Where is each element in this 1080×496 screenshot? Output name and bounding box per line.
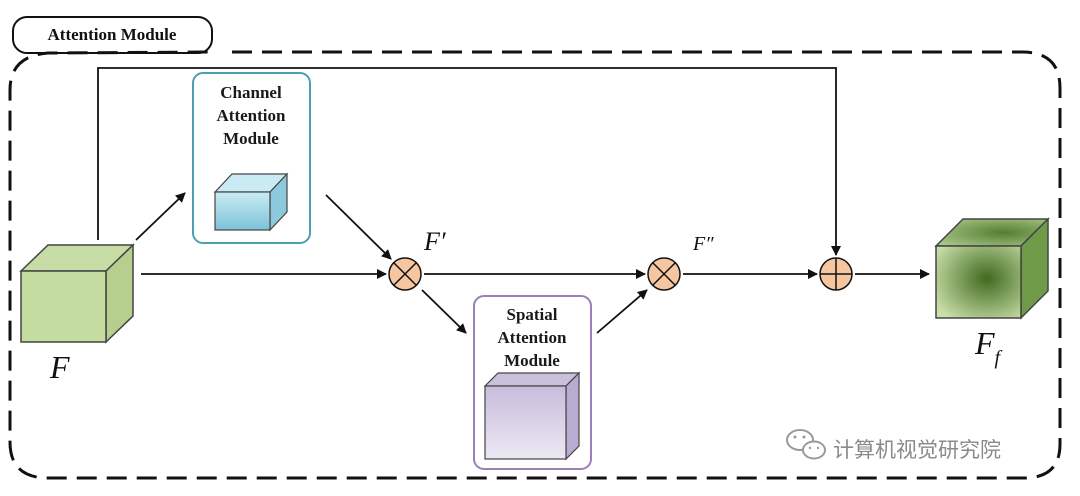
spatial-module-line1: Spatial xyxy=(506,305,557,324)
wechat-icon xyxy=(786,429,826,460)
output-label-base: F xyxy=(974,325,995,361)
spatial-module-line3: Module xyxy=(504,351,560,370)
input-label: F xyxy=(49,349,70,385)
watermark: 计算机视觉研究院 xyxy=(786,429,1001,462)
add-operator xyxy=(819,257,853,291)
channel-module-line1: Channel xyxy=(220,83,282,102)
multiply1-to-spatial-arrow xyxy=(421,289,467,334)
multiply-operator-1 xyxy=(388,257,422,291)
channel-attention-module: Channel Attention Module xyxy=(192,72,311,244)
output-label-subscript: f xyxy=(995,347,1003,369)
channel-module-line2: Attention xyxy=(217,106,286,125)
input-to-channel-arrow xyxy=(135,192,186,241)
spatial-module-line2: Attention xyxy=(498,328,567,347)
spatial-attention-module: Spatial Attention Module xyxy=(473,295,592,470)
title-text: Attention Module xyxy=(48,25,177,44)
skip-connection-arrow xyxy=(97,67,841,256)
channel-to-multiply1-arrow xyxy=(325,194,392,260)
channel-module-line3: Module xyxy=(223,129,279,148)
spatial-cube xyxy=(483,371,581,461)
spatial-to-multiply2-arrow xyxy=(596,289,648,334)
output-label: Ff xyxy=(974,325,1003,369)
output-feature-cube xyxy=(934,217,1050,320)
channel-cube xyxy=(213,172,289,232)
title-badge: Attention Module xyxy=(12,16,213,54)
f-double-prime-label: F″ xyxy=(692,233,714,255)
input-feature-cube xyxy=(19,243,135,344)
f-prime-label: F′ xyxy=(423,227,446,256)
multiply-operator-2 xyxy=(647,257,681,291)
module-boundary xyxy=(8,50,1062,480)
watermark-text: 计算机视觉研究院 xyxy=(833,438,1001,462)
